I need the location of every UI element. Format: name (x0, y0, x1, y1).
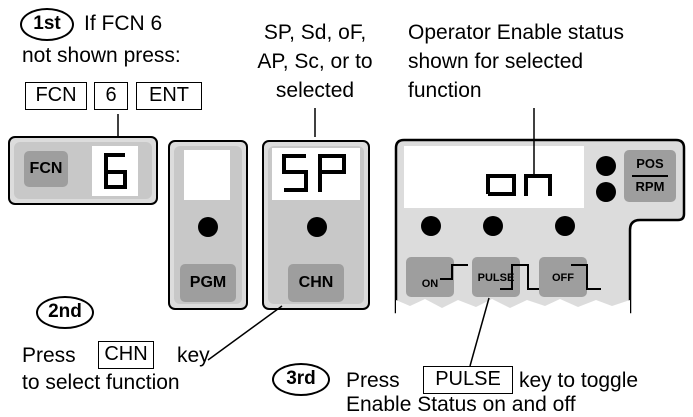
step2-press: Press (22, 344, 76, 367)
sp-note-line3: selected (275, 79, 355, 102)
step3-press: Press (346, 369, 400, 392)
step1-line1: If FCN 6 (84, 12, 163, 35)
pos-rpm-divider (632, 175, 668, 177)
sp-note-line2: AP, Sc, or to (257, 50, 373, 73)
chn-indicator-led (307, 217, 327, 237)
op-note-line3: function (408, 79, 482, 102)
step2-line2: to select function (22, 371, 180, 394)
rpm-indicator-led (596, 182, 616, 202)
step2-badge: 2nd (36, 296, 94, 329)
step-up-icon (440, 264, 468, 280)
rpm-label: RPM (635, 179, 665, 194)
sp-note-line1: SP, Sd, oF, (263, 21, 367, 44)
on-indicator-led (421, 216, 441, 236)
pgm-indicator-led (198, 217, 218, 237)
pos-rpm-indicator: POS RPM (624, 150, 676, 202)
fcn-panel: FCN (8, 136, 158, 205)
chn-button[interactable]: CHN (288, 264, 344, 302)
step3-after: key to toggle (519, 369, 639, 392)
step1-line2: not shown press: (22, 44, 181, 67)
chn-display (272, 148, 360, 200)
pulse-button[interactable]: PULSE (472, 257, 540, 297)
off-indicator-led (555, 216, 575, 236)
pulse-key-label: PULSE (477, 272, 515, 284)
pgm-display (184, 150, 230, 200)
off-button[interactable]: OFF (539, 257, 601, 297)
op-note-line1: Operator Enable status (408, 21, 624, 44)
pgm-button[interactable]: PGM (180, 264, 236, 302)
step-down-icon (571, 264, 601, 290)
on-button[interactable]: ON (406, 257, 468, 297)
pos-indicator-led (596, 156, 616, 176)
op-note-line2: shown for selected (408, 50, 584, 73)
pulse-icon (500, 264, 540, 290)
pgm-panel: PGM (168, 140, 248, 310)
fcn-display (92, 146, 138, 196)
chn-key-ref: CHN (98, 341, 154, 369)
on-segment-display (486, 174, 552, 196)
off-key-label: OFF (552, 272, 574, 284)
digit-six-display (104, 153, 127, 189)
fcn-key-label: FCN (25, 82, 87, 110)
fcn-button[interactable]: FCN (24, 151, 68, 187)
six-key-label: 6 (94, 82, 128, 110)
on-key-label: ON (421, 278, 439, 290)
status-display (404, 146, 584, 208)
step3-badge: 3rd (272, 363, 330, 396)
ent-key-label: ENT (136, 82, 202, 110)
sp-segment-display (282, 154, 346, 192)
step1-badge: 1st (20, 8, 74, 41)
step2-after: key (177, 344, 210, 367)
pulse-key-ref: PULSE (423, 366, 513, 394)
chn-panel: CHN (262, 140, 370, 310)
pos-label: POS (636, 156, 664, 171)
pulse-indicator-led (483, 216, 503, 236)
step3-line2: Enable Status on and off (346, 393, 576, 416)
